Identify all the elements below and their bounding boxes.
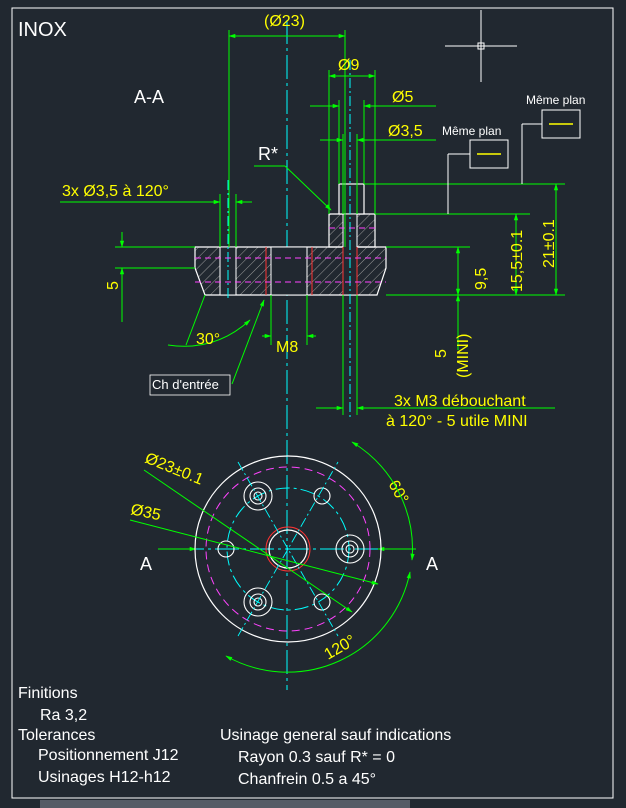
dim-d9: Ø9 — [338, 57, 359, 74]
dim-angle60: 60° — [385, 478, 412, 507]
plan-view — [129, 441, 416, 673]
dim-outer: Ø35 — [129, 501, 162, 524]
chamfer-label: Ch d'entrée — [152, 377, 219, 392]
dim-mini-5: 5 — [433, 349, 450, 358]
horizontal-scrollbar[interactable] — [40, 800, 410, 808]
dim-mini-label: (MINI) — [455, 334, 472, 378]
thread-note-1: 3x M3 débouchant — [394, 393, 526, 410]
dim-h21: 21±0.1 — [541, 219, 558, 268]
dim-m8: M8 — [276, 339, 298, 356]
section-view — [60, 20, 581, 690]
note-general: Usinage general sauf indications — [220, 727, 451, 744]
same-plane-label-2: Même plan — [526, 93, 585, 107]
section-marker-left: A — [140, 554, 152, 574]
dim-h9-5: 9,5 — [473, 268, 490, 290]
note-tolerances: Tolerances — [18, 727, 95, 744]
central-bore — [270, 246, 308, 296]
r-star-label: R* — [258, 144, 278, 164]
note-usinages: Usinages H12-h12 — [38, 769, 171, 786]
thread-note-2: à 120° - 5 utile MINI — [386, 413, 528, 430]
dim-d35: Ø3,5 — [388, 123, 423, 140]
border-frame — [11, 7, 614, 799]
dim-angle120: 120° — [322, 632, 359, 663]
note-finitions: Finitions — [18, 685, 78, 702]
note-chanfrein: Chanfrein 0.5 a 45° — [238, 771, 376, 788]
note-positionnement: Positionnement J12 — [38, 747, 179, 764]
note-rayon: Rayon 0.3 sauf R* = 0 — [238, 749, 395, 766]
dim-d5: Ø5 — [392, 89, 413, 106]
dim-pcd: Ø23±0.1 — [143, 450, 206, 489]
material-title: INOX — [18, 19, 67, 41]
dim-h15-5: 15,5±0.1 — [509, 230, 526, 292]
crosshair-cursor-icon — [445, 10, 517, 82]
note-ra: Ra 3,2 — [40, 707, 87, 724]
dim-angle30: 30° — [196, 331, 220, 348]
section-view-label: A-A — [134, 87, 164, 107]
dim-holes: 3x Ø3,5 à 120° — [62, 183, 169, 200]
dim-d23-ref: (Ø23) — [264, 13, 305, 30]
section-marker-right: A — [426, 554, 438, 574]
same-plane-label-1: Même plan — [442, 124, 501, 138]
dim-h5-left: 5 — [105, 281, 122, 290]
